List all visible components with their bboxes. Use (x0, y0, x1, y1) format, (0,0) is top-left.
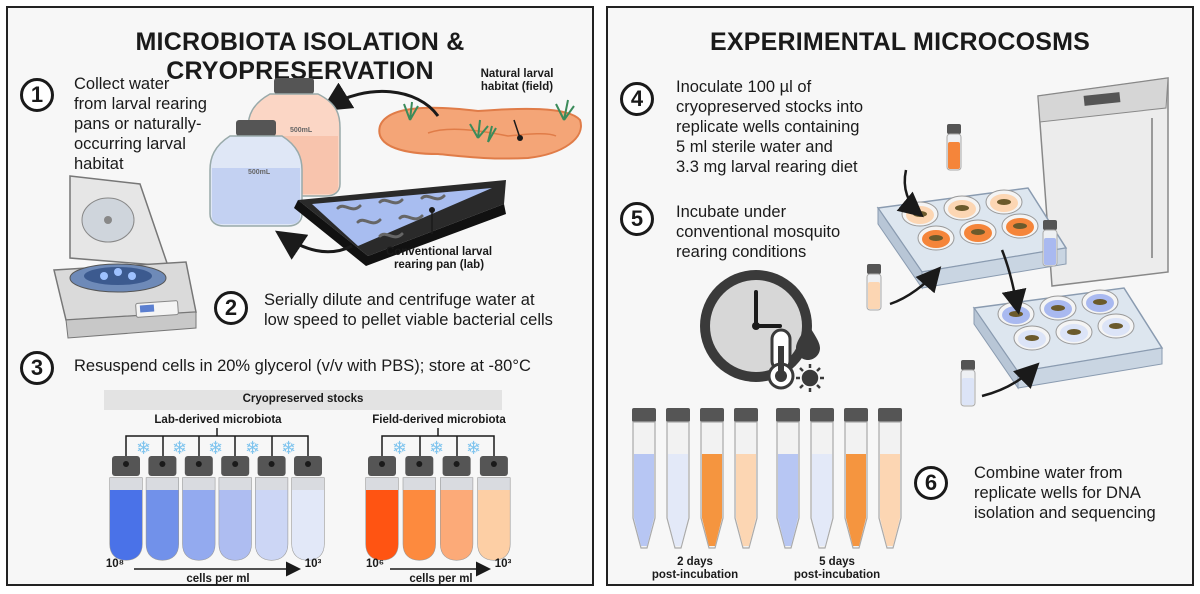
step-1-number: 1 (20, 78, 54, 112)
field-group-title: Field-derived microbiota (372, 414, 506, 426)
cryo-tube-icon (477, 456, 511, 561)
well-plate-orange (876, 187, 1068, 290)
svg-text:❄: ❄ (429, 438, 444, 459)
microcosm-panel: EXPERIMENTAL MICROCOSMS (606, 6, 1194, 586)
svg-text:❄: ❄ (466, 438, 481, 459)
step-4-number: 4 (620, 82, 654, 116)
step-2-text: Serially dilute and centrifuge water at … (264, 291, 553, 329)
step-2-number: 2 (214, 291, 248, 325)
arrow-habitat-to-bottles (320, 82, 440, 117)
cryo-tube-icon (291, 456, 325, 561)
cryo-tube-icon (218, 456, 252, 561)
step-4-text: Inoculate 100 µl of cryopreserved stocks… (676, 78, 864, 176)
conical-tube-icon (734, 408, 758, 549)
field-axis-label: cells per ml (409, 573, 473, 585)
field-axis-start: 10⁶ (365, 558, 385, 570)
vial-icon (866, 264, 882, 311)
cryo-tube-icon (182, 456, 216, 561)
cryo-tube-icon (440, 456, 474, 561)
well-icon (1055, 319, 1093, 345)
cryo-tube-icon (145, 456, 179, 561)
cryo-tube-icon (402, 456, 436, 561)
field-tube-row (365, 456, 511, 561)
vial-icon (960, 360, 976, 407)
svg-text:❄: ❄ (172, 438, 187, 459)
bottle-volume-label: 500mL (290, 127, 313, 134)
svg-text:❄: ❄ (281, 438, 296, 459)
vial-icon (946, 124, 962, 171)
bottle-icon (209, 120, 303, 227)
isolation-panel: MICROBIOTA ISOLATION & CRYOPRESERVATION … (6, 6, 594, 586)
step-6-text: Combine water from replicate wells for D… (974, 464, 1156, 522)
snowflake-icon: ❄ ❄ ❄ ❄ ❄ ❄ ❄ ❄ (136, 438, 481, 459)
conical-tube-icon (844, 408, 868, 549)
conical-tube-icon (810, 408, 834, 549)
microcosm-illustration (632, 77, 1169, 549)
stocks-header: Cryopreserved stocks (242, 393, 364, 405)
grass-icon (403, 99, 575, 143)
cryo-tube-icon (109, 456, 143, 561)
well-icon (1039, 295, 1077, 321)
humidity-drop-icon (796, 324, 820, 360)
tube-group-label-2-days: 2 days post-incubation (651, 556, 739, 581)
cryo-tube-icon (255, 456, 289, 561)
well-icon (1013, 325, 1051, 351)
step-6-number: 6 (914, 466, 948, 500)
sun-icon (796, 364, 824, 392)
step-5-number: 5 (620, 202, 654, 236)
well-icon (1001, 213, 1039, 239)
lab-group-title: Lab-derived microbiota (154, 414, 282, 426)
tube-group-label-5-days: 5 days post-incubation (793, 556, 881, 581)
cryo-tube-icon (365, 456, 399, 561)
larva-icon (336, 194, 446, 239)
incubator-icon (1037, 77, 1169, 287)
svg-text:❄: ❄ (208, 438, 223, 459)
habitat-label: Natural larval habitat (field) (480, 68, 554, 93)
lab-axis-label: cells per ml (186, 573, 250, 585)
lab-axis-start: 10⁸ (105, 558, 125, 570)
centrifuge-icon (53, 175, 197, 339)
pan-label: Conventional larval rearing pan (lab) (385, 246, 493, 271)
conical-tube-icon (666, 408, 690, 549)
well-icon (985, 189, 1023, 215)
conical-tube-icon (776, 408, 800, 549)
svg-text:❄: ❄ (392, 438, 407, 459)
well-icon (959, 219, 997, 245)
step-3-number: 3 (20, 351, 54, 385)
conical-tube-row (632, 408, 902, 549)
bottle-volume-label: 500mL (248, 169, 271, 176)
clock-icon (700, 270, 812, 382)
well-icon (1097, 313, 1135, 339)
habitat-puddle (378, 106, 582, 160)
collection-illustration: 500mL 500mL (53, 78, 582, 577)
stocks-header-bar (104, 390, 502, 410)
field-axis-end: 10³ (494, 558, 512, 570)
inoculum-vial-row (866, 124, 1058, 407)
well-icon (943, 195, 981, 221)
lab-tube-row (109, 456, 325, 561)
svg-text:❄: ❄ (245, 438, 260, 459)
isolation-panel-title: MICROBIOTA ISOLATION & CRYOPRESERVATION (135, 28, 465, 85)
vial-icon (1042, 220, 1058, 267)
conical-tube-icon (632, 408, 656, 549)
conical-tube-icon (878, 408, 902, 549)
well-icon (917, 225, 955, 251)
step-1-text: Collect water from larval rearing pans o… (74, 75, 207, 173)
svg-text:❄: ❄ (136, 438, 151, 459)
thermometer-icon (767, 328, 795, 390)
step-3-text: Resuspend cells in 20% glycerol (v/v wit… (74, 357, 531, 375)
lab-axis-end: 10³ (304, 558, 322, 570)
well-icon (1081, 289, 1119, 315)
step-5-text: Incubate under conventional mosquito rea… (676, 203, 841, 261)
arrow-pan-to-bottles (275, 230, 353, 260)
microcosm-panel-title: EXPERIMENTAL MICROCOSMS (709, 28, 1091, 56)
well-plate-blue (972, 287, 1164, 390)
conical-tube-icon (700, 408, 724, 549)
